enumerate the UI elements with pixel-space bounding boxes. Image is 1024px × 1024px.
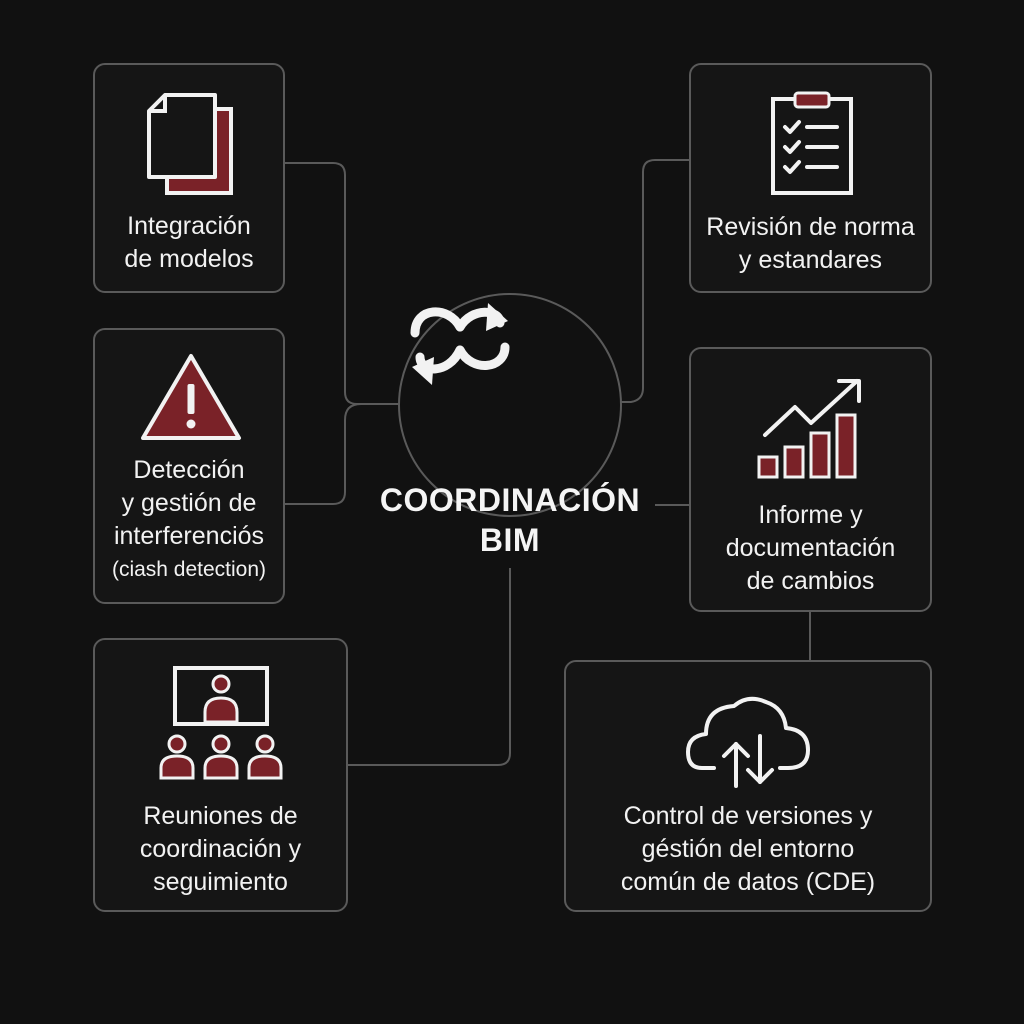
- node-standards-label: Revisión de norma y estandares: [691, 211, 930, 277]
- node-clash-line4: (ciash detection): [111, 558, 267, 581]
- clipboard-checklist-icon: [771, 91, 853, 195]
- node-versions: Control de versiones y géstión del entor…: [564, 660, 932, 912]
- node-versions-line1: Control de versiones y: [623, 802, 873, 830]
- node-meetings: Reuniones de coordinación y seguimiento: [93, 638, 348, 912]
- sync-arrows-icon: [410, 303, 510, 385]
- node-clash-line1: Detección: [133, 456, 245, 484]
- node-versions-line3: común de datos (CDE): [620, 868, 876, 896]
- node-integration-line1: Integración: [127, 212, 251, 240]
- node-reports-line2: documentación: [725, 534, 896, 562]
- node-versions-line2: géstión del entorno: [641, 835, 855, 863]
- connector-clash: [285, 403, 362, 505]
- node-clash-line3: interferenciós: [113, 522, 265, 550]
- node-meetings-line1: Reuniones de: [143, 802, 298, 830]
- node-standards: Revisión de norma y estandares: [689, 63, 932, 293]
- growth-bar-chart-icon: [757, 379, 861, 479]
- hub-title-line2: BIM: [479, 522, 541, 558]
- presentation-meeting-icon: [159, 666, 283, 780]
- node-integration-line2: de modelos: [124, 245, 254, 273]
- node-versions-label: Control de versiones y géstión del entor…: [566, 800, 930, 899]
- node-integration: Integración de modelos: [93, 63, 285, 293]
- hub-circle: [398, 293, 622, 517]
- node-meetings-line2: coordinación y: [139, 835, 302, 863]
- stacked-documents-icon: [147, 93, 233, 195]
- warning-triangle-icon: [141, 354, 241, 440]
- node-standards-line2: y estandares: [738, 246, 883, 274]
- node-clash-line2: y gestión de: [121, 489, 257, 517]
- node-reports-line3: de cambios: [746, 567, 875, 595]
- node-standards-line1: Revisión de norma: [706, 213, 915, 241]
- connector-standards: [620, 159, 689, 403]
- cloud-sync-icon: [686, 696, 810, 788]
- connector-meetings: [348, 568, 511, 766]
- node-clash: Detección y gestión de interferenciós (c…: [93, 328, 285, 604]
- node-reports: Informe y documentación de cambios: [689, 347, 932, 612]
- node-meetings-line3: seguimiento: [153, 868, 288, 896]
- hub-title: COORDINACIÓN BIM: [320, 480, 700, 560]
- node-reports-label: Informe y documentación de cambios: [691, 499, 930, 598]
- node-meetings-label: Reuniones de coordinación y seguimiento: [95, 800, 346, 899]
- connector-integration: [285, 162, 400, 405]
- node-reports-line1: Informe y: [758, 501, 863, 529]
- hub-title-line1: COORDINACIÓN: [379, 482, 641, 518]
- node-integration-label: Integración de modelos: [95, 210, 283, 276]
- node-clash-label: Detección y gestión de interferenciós (c…: [95, 454, 283, 586]
